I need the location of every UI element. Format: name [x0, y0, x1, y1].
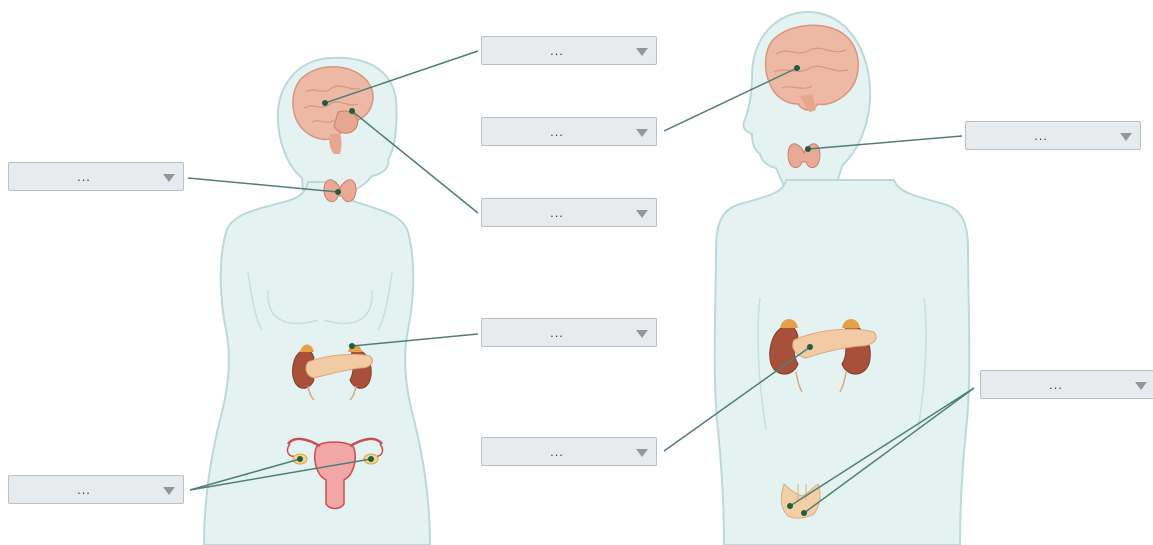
dot-f-brain [322, 100, 328, 106]
dot-f-ovary-left [297, 456, 303, 462]
dropdown-value: ... [482, 118, 632, 145]
chevron-down-icon[interactable] [636, 210, 648, 218]
chevron-down-icon[interactable] [636, 48, 648, 56]
dot-m-brain [794, 65, 800, 71]
dropdown-male-brain[interactable]: ... [481, 117, 657, 146]
dropdown-female-adrenal[interactable]: ... [481, 318, 657, 347]
chevron-down-icon[interactable] [1120, 133, 1132, 141]
dropdown-female-thyroid[interactable]: ... [8, 162, 184, 191]
dropdown-value: ... [966, 122, 1116, 149]
chevron-down-icon[interactable] [163, 174, 175, 182]
male-body [715, 180, 970, 545]
dropdown-value: ... [482, 37, 632, 64]
dot-f-thyroid [335, 189, 341, 195]
dropdown-male-testes[interactable]: ... [980, 370, 1153, 399]
dropdown-value: ... [482, 319, 632, 346]
dropdown-value: ... [981, 371, 1131, 398]
dot-m-pancreas [807, 344, 813, 350]
chevron-down-icon[interactable] [1135, 382, 1147, 390]
dropdown-female-pituitary[interactable]: ... [481, 198, 657, 227]
dot-m-thyroid [805, 146, 811, 152]
chevron-down-icon[interactable] [163, 487, 175, 495]
chevron-down-icon[interactable] [636, 330, 648, 338]
dropdown-value: ... [9, 163, 159, 190]
chevron-down-icon[interactable] [636, 449, 648, 457]
dot-f-adrenal [349, 343, 355, 349]
dot-f-pituitary [349, 108, 355, 114]
female-figure [204, 58, 430, 545]
male-figure [715, 12, 970, 545]
dropdown-value: ... [482, 199, 632, 226]
dropdown-female-brain[interactable]: ... [481, 36, 657, 65]
dropdown-value: ... [9, 476, 159, 503]
chevron-down-icon[interactable] [636, 129, 648, 137]
dropdown-male-thyroid[interactable]: ... [965, 121, 1141, 150]
dropdown-male-pancreas[interactable]: ... [481, 437, 657, 466]
dropdown-value: ... [482, 438, 632, 465]
dot-m-testes-right [801, 510, 807, 516]
dot-f-ovary-right [368, 456, 374, 462]
dot-m-testes-left [787, 503, 793, 509]
dropdown-female-ovary[interactable]: ... [8, 475, 184, 504]
